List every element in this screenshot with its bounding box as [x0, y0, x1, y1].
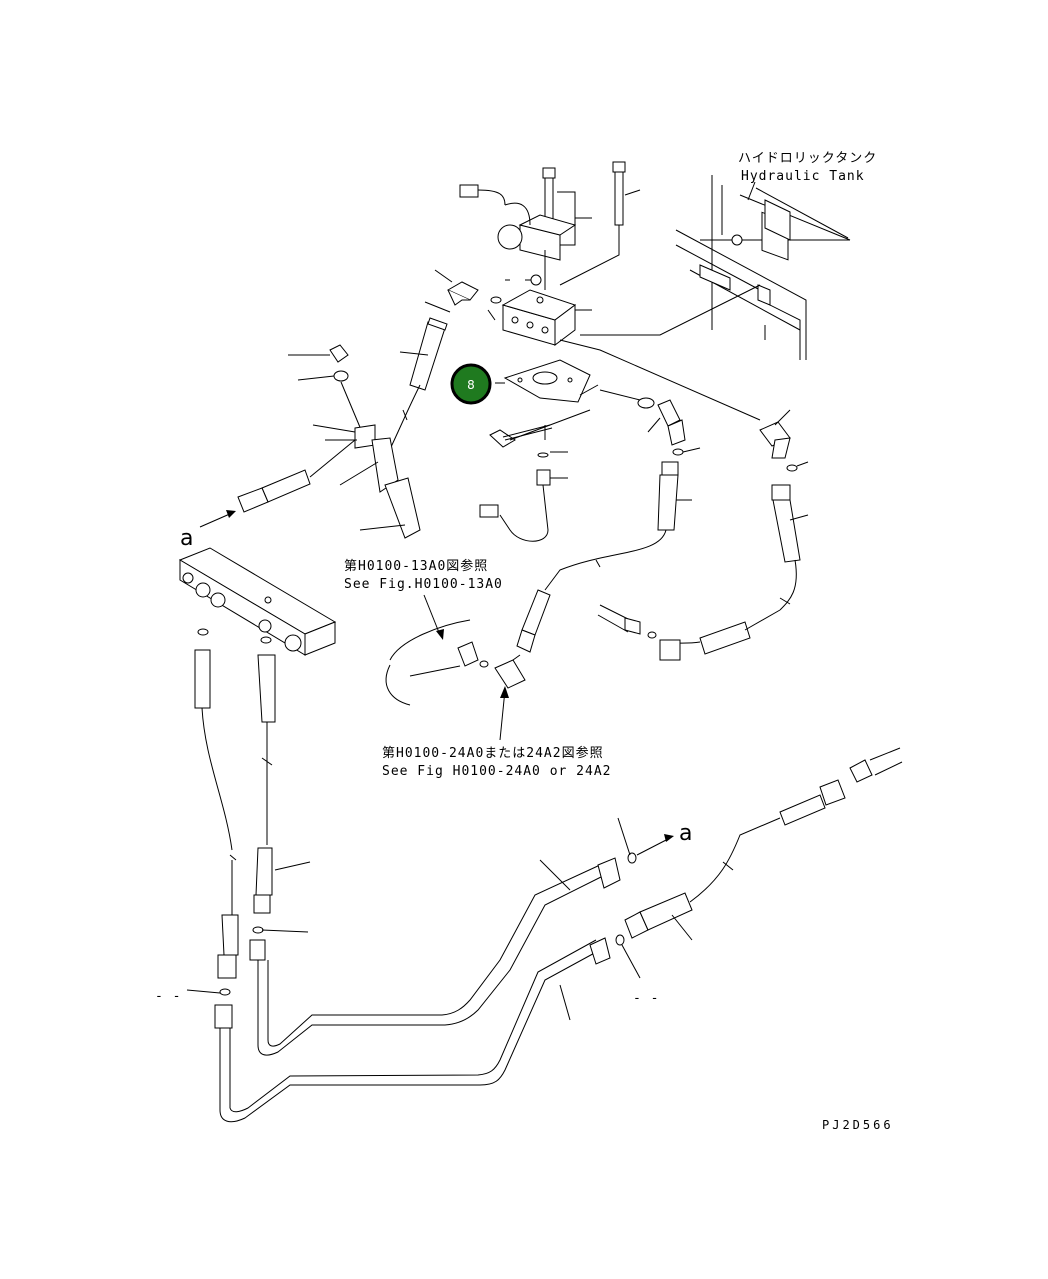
ref-2-jp: 第H0100-24A0または24A2図参照 — [382, 745, 604, 761]
callout-badge-number: 8 — [467, 378, 475, 392]
callout-badge[interactable]: 8 — [450, 363, 492, 405]
ref-1-jp: 第H0100-13A0図参照 — [344, 558, 488, 574]
drawing-code: PJ2D566 — [822, 1118, 894, 1132]
tank-label-jp: ハイドロリックタンク — [738, 151, 877, 166]
manifold-block — [178, 547, 337, 656]
connector-a-right: a — [679, 821, 692, 846]
hose-left-upper — [379, 317, 448, 471]
hose-right — [597, 409, 809, 661]
ref-1-en: See Fig.H0100-13A0 — [344, 577, 503, 592]
valve-assembly — [459, 161, 641, 458]
pressure-sensor — [479, 469, 568, 542]
hose-right-bottom — [624, 747, 903, 941]
callout-badge-circle[interactable] — [450, 363, 492, 405]
elbow-fitting-left — [424, 269, 502, 321]
hose-center — [479, 399, 701, 689]
ref-2-en: See Fig H0100-24A0 or 24A2 — [382, 764, 612, 779]
dash-right: - - — [633, 991, 659, 1006]
clamp-assembly — [288, 344, 421, 539]
o-ring — [637, 397, 655, 409]
connector-a-left: a — [180, 526, 193, 551]
reference-fitting — [385, 594, 479, 706]
hose-left-horizontal — [199, 439, 356, 528]
steel-tubes — [219, 817, 674, 1123]
dash-left: - - — [155, 989, 181, 1004]
hydraulic-tank — [675, 175, 851, 360]
hoses-vertical-left — [186, 649, 311, 1029]
tank-label-en: Hydraulic Tank — [741, 169, 865, 184]
